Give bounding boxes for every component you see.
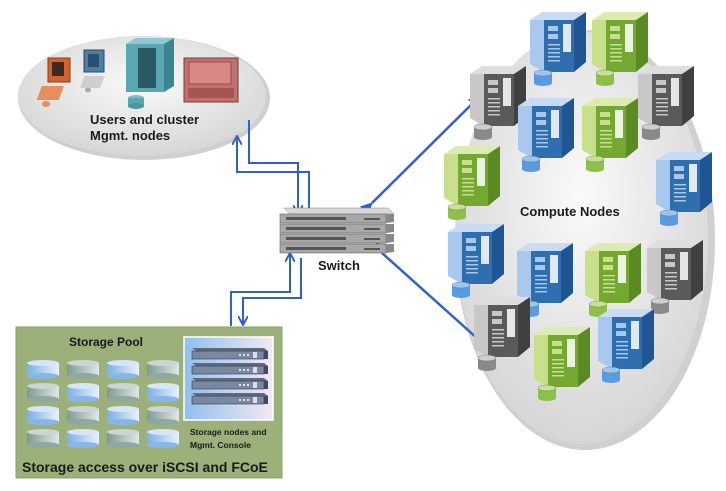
disk-icon — [147, 429, 179, 448]
switch-compute-links — [359, 95, 489, 349]
rack-unit-icon — [191, 378, 268, 390]
disk-icon — [27, 383, 59, 402]
disk-icon — [147, 406, 179, 425]
compute-node-green-icon — [534, 327, 590, 401]
switch-label: Switch — [318, 258, 360, 273]
rack-unit-icon — [191, 348, 268, 360]
compute-node-green-icon — [592, 12, 648, 86]
disk-icon — [107, 406, 139, 425]
disk-icon — [67, 429, 99, 448]
rack-unit-icon — [191, 393, 268, 405]
laptop-pink-icon — [183, 57, 239, 103]
switch-icon — [279, 207, 395, 254]
compute-node-blue-icon — [598, 309, 654, 383]
link-switch-compute-upper — [359, 95, 481, 216]
link-switch-to-storage — [243, 258, 302, 324]
compute-node-blue-icon — [448, 224, 504, 298]
storage-footer-label: Storage access over iSCSI and FCoE — [22, 459, 268, 475]
compute-node-blue-icon — [530, 12, 586, 86]
link-switch-compute-lower — [369, 241, 489, 349]
compute-node-green-icon — [444, 146, 500, 220]
compute-node-blue-icon — [656, 152, 712, 226]
desktop-orange-icon — [36, 57, 71, 107]
storage-pool-label: Storage Pool — [69, 335, 144, 349]
disk-icon — [107, 429, 139, 448]
disk-icon — [27, 406, 59, 425]
compute-node-gray-icon — [647, 240, 703, 314]
users-group-label: Users and cluster Mgmt. nodes — [90, 112, 199, 144]
users-label-line2: Mgmt. nodes — [90, 128, 171, 143]
link-switch-to-users-1 — [237, 137, 310, 217]
storage-nodes-label-line1: Storage nodes and — [190, 427, 267, 437]
disk-icon — [67, 406, 99, 425]
disk-icon — [147, 383, 179, 402]
disk-icon — [67, 383, 99, 402]
disk-icon — [27, 429, 59, 448]
disk-icon — [107, 360, 139, 379]
compute-node-gray-icon — [470, 66, 526, 140]
link-storage-to-switch — [230, 254, 290, 326]
desktop-blue-icon — [80, 49, 105, 93]
storage-nodes-label-line2: Mgmt. Console — [190, 440, 251, 450]
storage-rack-icon — [191, 348, 268, 405]
rack-unit-icon — [191, 363, 268, 375]
link-users-to-switch-1 — [248, 120, 298, 213]
disk-icon — [27, 360, 59, 379]
compute-node-gray-icon — [638, 66, 694, 140]
disk-icon — [147, 360, 179, 379]
disk-icon — [107, 383, 139, 402]
storage-disks — [27, 360, 179, 448]
users-label-line1: Users and cluster — [90, 112, 200, 127]
tower-server-teal-icon — [126, 38, 174, 109]
compute-node-gray-icon — [474, 297, 530, 371]
compute-nodes-label: Compute Nodes — [520, 204, 620, 219]
compute-node-green-icon — [585, 243, 641, 317]
compute-node-green-icon — [582, 98, 638, 172]
storage-nodes-label: Storage nodes and Mgmt. Console — [190, 426, 267, 452]
disk-icon — [67, 360, 99, 379]
users-switch-links — [237, 120, 310, 217]
compute-nodes — [444, 12, 712, 401]
compute-node-blue-icon — [518, 98, 574, 172]
storage-switch-links — [230, 254, 302, 326]
